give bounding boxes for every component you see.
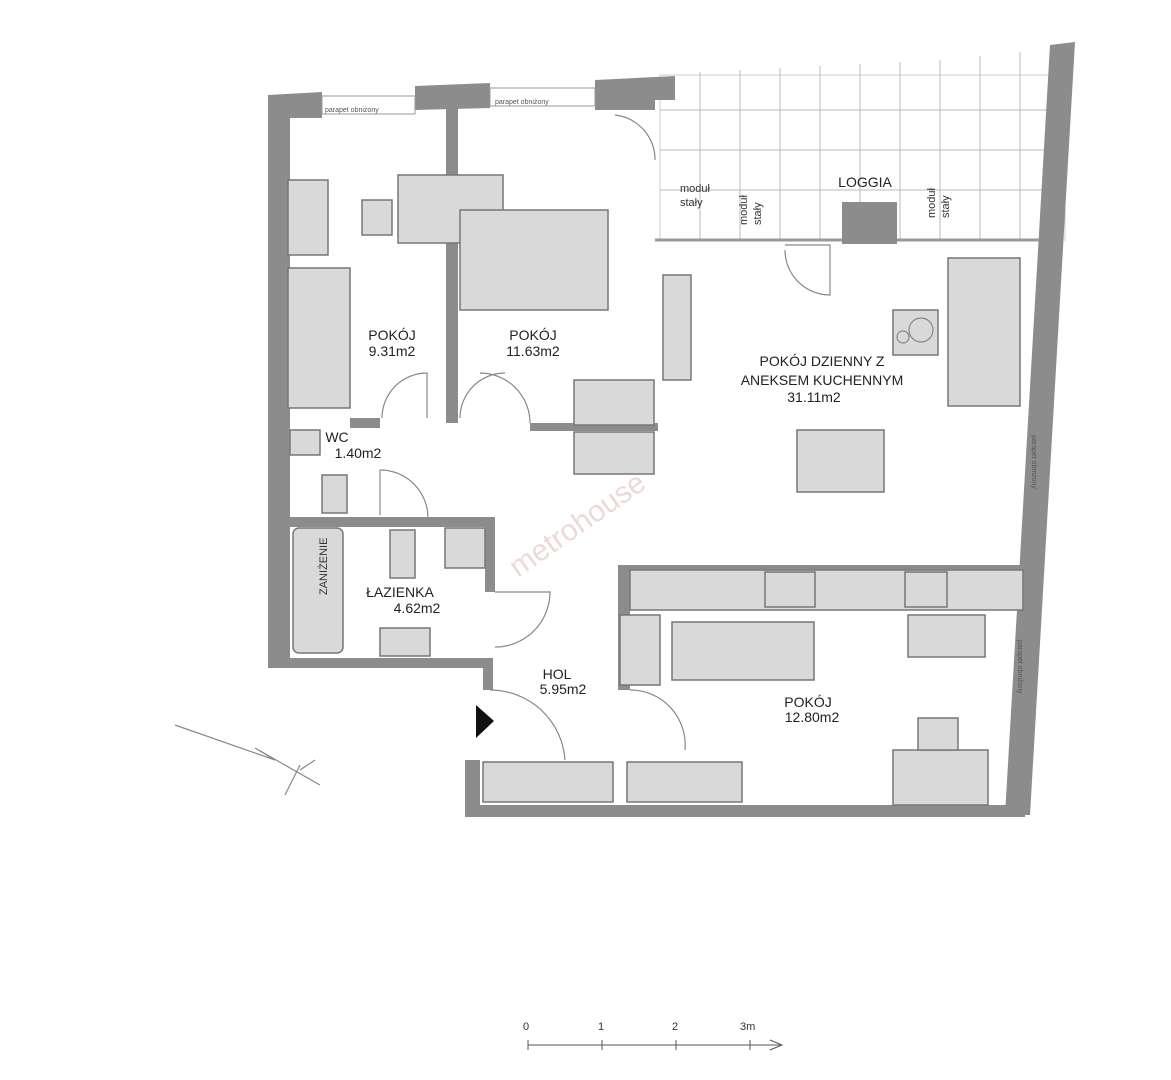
- bathtub: [292, 527, 344, 654]
- module-label: moduł: [926, 187, 938, 218]
- wardrobe: [626, 761, 743, 803]
- loggia-grid: [655, 52, 1066, 244]
- module-label: moduł: [738, 194, 750, 225]
- module-label: stały: [940, 195, 952, 218]
- sofa: [947, 257, 1021, 407]
- window-note: parapet obniżony: [495, 99, 549, 106]
- module-label: stały: [680, 197, 703, 209]
- dining-table: [796, 429, 885, 493]
- room-area: 4.62m2: [394, 600, 441, 616]
- room-name: POKÓJ: [368, 327, 415, 343]
- scale-bar: 0 1 2 3m: [523, 1021, 784, 1051]
- bed-double: [459, 209, 609, 311]
- module-label: moduł: [680, 183, 711, 195]
- module-label: stały: [752, 202, 764, 225]
- room-area: 1.40m2: [335, 445, 382, 461]
- room-name: POKÓJ DZIENNY Z: [760, 353, 885, 369]
- bed-single: [287, 267, 351, 409]
- room-name: WC: [325, 429, 348, 445]
- room-area: 12.80m2: [785, 709, 840, 725]
- scale-tick: 3m: [740, 1021, 755, 1033]
- scale-tick: 1: [598, 1021, 604, 1033]
- wall-partition: [446, 108, 458, 423]
- room-name: ANEKSEM KUCHENNYM: [741, 372, 904, 388]
- walls: [268, 42, 1075, 817]
- window-note: parapet obniżony: [325, 107, 379, 114]
- room-name: POKÓJ: [784, 694, 831, 710]
- room-area: 5.95m2: [540, 681, 587, 697]
- desk: [892, 749, 989, 806]
- window-note: parapet obniżony: [1030, 435, 1037, 489]
- north-arrow-icon: [174, 724, 321, 796]
- room-area: 31.11m2: [787, 389, 841, 405]
- doors: [379, 114, 831, 761]
- room-name: ŁAZIENKA: [366, 584, 434, 600]
- bed-single: [671, 621, 815, 681]
- room-area: 11.63m2: [506, 343, 560, 359]
- room-name: POKÓJ: [509, 327, 556, 343]
- kitchen-counter: [629, 569, 1024, 611]
- window-note: parapet obniżony: [1016, 640, 1023, 694]
- wardrobe: [482, 761, 614, 803]
- bath-note: ZANIŻENIE: [317, 538, 330, 595]
- room-labels: POKÓJ 9.31m2 POKÓJ 11.63m2 POKÓJ DZIENNY…: [317, 174, 952, 725]
- room-name: HOL: [543, 666, 572, 682]
- coffee-table: [892, 309, 939, 356]
- windows: parapet obniżony parapet obniżony parape…: [321, 87, 1037, 694]
- scale-tick: 0: [523, 1021, 529, 1033]
- loggia-column: [842, 202, 897, 244]
- scale-tick: 2: [672, 1021, 678, 1033]
- room-area: 9.31m2: [369, 343, 416, 359]
- furniture: [287, 174, 1024, 806]
- loggia-label: LOGGIA: [838, 174, 892, 190]
- toilet: [321, 474, 348, 514]
- entrance-arrow-icon: [476, 705, 494, 738]
